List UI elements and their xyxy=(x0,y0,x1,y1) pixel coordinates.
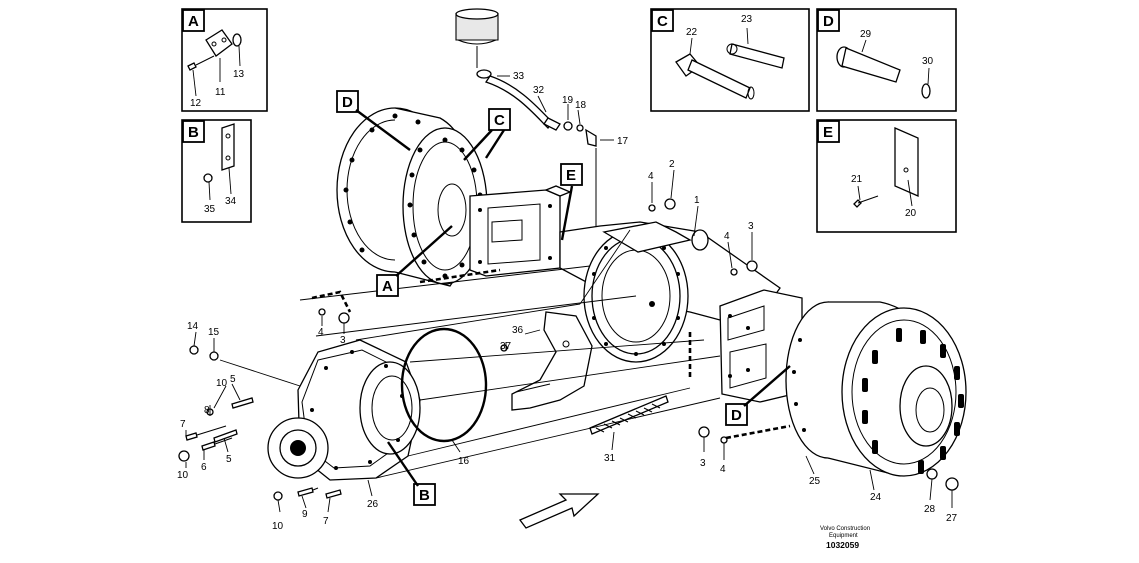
right-wheel-hub xyxy=(785,301,967,477)
inset-c-tag: C xyxy=(657,13,668,30)
bolt-icon xyxy=(836,46,931,99)
o-ring xyxy=(400,327,488,443)
part-4d: 4 xyxy=(720,464,726,475)
publisher-line-2: Equipment xyxy=(829,533,858,539)
axle-housing xyxy=(469,185,803,403)
svg-text:C: C xyxy=(494,112,505,129)
part-16: 16 xyxy=(458,456,470,467)
part-20: 20 xyxy=(905,208,917,219)
dashed-line-upper xyxy=(419,268,501,284)
part-13: 13 xyxy=(233,69,245,80)
callout-e: E xyxy=(560,163,583,241)
part-15: 15 xyxy=(208,327,220,338)
mounting-bracket xyxy=(511,311,593,411)
part-12: 12 xyxy=(190,98,202,109)
part-25: 25 xyxy=(809,476,821,487)
part-29: 29 xyxy=(860,29,872,40)
part-33: 33 xyxy=(513,71,525,82)
part-4a: 4 xyxy=(648,171,654,182)
part-35: 35 xyxy=(204,204,216,215)
part-10a: 10 xyxy=(216,378,228,389)
part-22: 22 xyxy=(686,27,698,38)
part-24: 24 xyxy=(870,492,882,503)
callout-d-lower: D xyxy=(725,365,791,426)
hub-bolt-ring xyxy=(343,113,483,279)
part-21: 21 xyxy=(851,174,863,185)
wheel-studs xyxy=(862,328,964,474)
part-26: 26 xyxy=(367,499,379,510)
part-6: 6 xyxy=(201,462,207,473)
part-19: 19 xyxy=(562,95,574,106)
inset-b: B 35 34 xyxy=(181,119,252,223)
part-3c: 3 xyxy=(700,458,706,469)
part-32: 32 xyxy=(533,85,545,96)
left-wheel-hub xyxy=(336,107,488,287)
bracket-plate-icon xyxy=(853,127,919,208)
sensor-icon xyxy=(675,53,755,100)
part-numbers: 1 2 4 3 4 4 3 14 15 36 37 5 10 8 7 5 6 1… xyxy=(177,159,958,532)
drive-shaft xyxy=(589,395,669,435)
callout-d-upper: D xyxy=(336,90,411,151)
inset-e: E 21 20 xyxy=(816,119,957,233)
part-8: 8 xyxy=(204,405,210,416)
part-5b: 5 xyxy=(226,454,232,465)
small-hardware xyxy=(178,198,959,501)
drawing-footer: Volvo Construction Equipment 1032059 xyxy=(820,526,870,550)
cover-plate-icon xyxy=(187,29,242,71)
part-10b: 10 xyxy=(177,470,189,481)
callout-c: C xyxy=(463,108,511,161)
svg-text:B: B xyxy=(419,487,430,504)
dashed-line-left xyxy=(311,290,352,313)
dashed-line-right-b xyxy=(725,424,791,440)
part-leaders xyxy=(185,169,953,513)
part-3b: 3 xyxy=(340,335,346,346)
inset-a: A 13 11 12 xyxy=(181,8,268,112)
part-31: 31 xyxy=(604,453,616,464)
part-27: 27 xyxy=(946,513,958,524)
part-28: 28 xyxy=(924,504,936,515)
part-4c: 4 xyxy=(318,327,324,338)
inset-c: C 22 23 xyxy=(650,8,810,112)
inset-b-tag: B xyxy=(188,124,199,141)
breather-assembly xyxy=(455,8,597,230)
part-14: 14 xyxy=(187,321,199,332)
projection-lines xyxy=(299,229,721,479)
pin-icon xyxy=(726,43,785,69)
svg-text:D: D xyxy=(342,94,353,111)
locking-plate-icon xyxy=(203,123,235,183)
part-11: 11 xyxy=(215,87,226,98)
inset-e-tag: E xyxy=(823,124,833,141)
svg-text:D: D xyxy=(731,407,742,424)
callout-b: B xyxy=(387,441,436,506)
publisher-line-1: Volvo Construction xyxy=(820,526,870,532)
inset-d-tag: D xyxy=(823,13,834,30)
part-10c: 10 xyxy=(272,521,284,532)
part-23: 23 xyxy=(741,14,753,25)
part-2: 2 xyxy=(669,159,675,170)
callout-a: A xyxy=(376,225,453,297)
part-36: 36 xyxy=(512,325,524,336)
part-7a: 7 xyxy=(180,419,186,430)
part-1: 1 xyxy=(694,195,700,206)
inset-d: D 29 30 xyxy=(816,8,957,112)
drawing-number: 1032059 xyxy=(826,540,859,550)
part-3a: 3 xyxy=(748,221,754,232)
direction-arrow xyxy=(518,493,600,529)
part-34: 34 xyxy=(225,196,237,207)
part-37: 37 xyxy=(500,341,512,352)
inset-a-tag: A xyxy=(188,13,199,30)
part-7b: 7 xyxy=(323,516,329,527)
part-17: 17 xyxy=(617,136,629,147)
svg-text:E: E xyxy=(566,167,576,184)
part-4b: 4 xyxy=(724,231,730,242)
svg-text:A: A xyxy=(382,278,393,295)
part-18: 18 xyxy=(575,100,587,111)
part-9: 9 xyxy=(302,509,308,520)
differential-carrier xyxy=(267,339,421,481)
part-5a: 5 xyxy=(230,374,236,385)
part-30: 30 xyxy=(922,56,934,67)
